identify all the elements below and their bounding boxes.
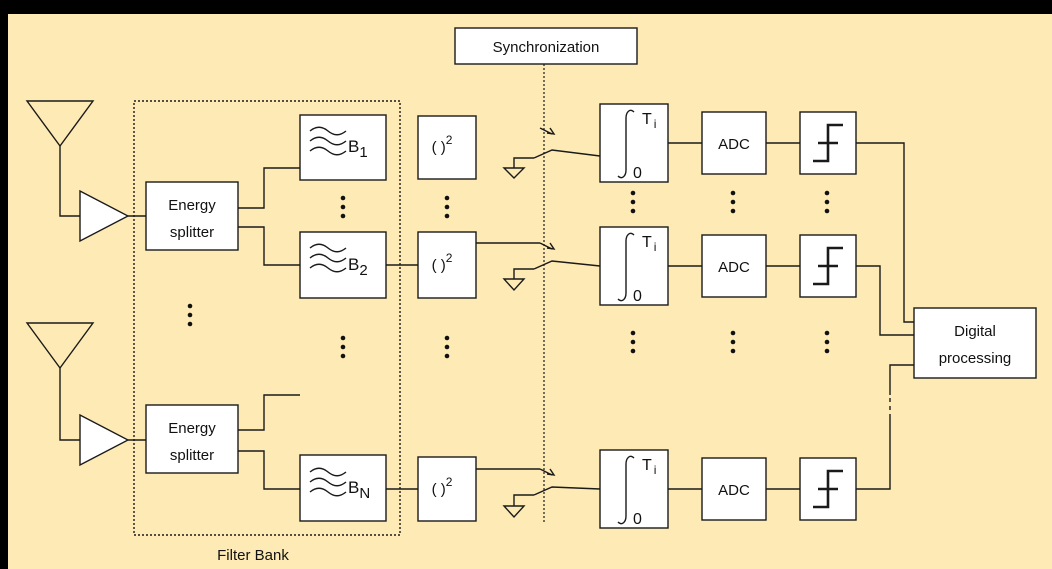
square-law-box <box>417 115 477 180</box>
block-diagram: Synchronization Filter Bank Energy split… <box>8 14 1052 569</box>
filter-bank-outline <box>133 100 401 536</box>
antenna-icon <box>25 100 95 148</box>
output-wire <box>856 142 914 323</box>
ground-icon <box>502 268 534 292</box>
filter-label: BN <box>348 478 370 502</box>
integral-icon <box>617 232 635 302</box>
antenna-icon <box>25 322 95 370</box>
energy-splitter-box <box>145 181 239 251</box>
splitter-wire <box>238 394 300 431</box>
integral-icon <box>617 455 635 525</box>
adc-label: ADC <box>718 482 750 499</box>
integral-icon <box>617 109 635 179</box>
output-wire <box>856 265 914 336</box>
bandpass-filter-icon <box>309 126 347 156</box>
integral-lower-limit: 0 <box>633 165 642 182</box>
square-law-label: ( )2 <box>432 133 453 156</box>
ground-icon <box>502 157 534 179</box>
filter-label: B1 <box>348 137 368 161</box>
ellipsis-dots <box>187 190 830 359</box>
bandpass-filter-icon <box>309 467 347 497</box>
digital-processing-label-line1: Digital <box>954 323 996 340</box>
switch-icon <box>533 127 601 159</box>
splitter-wire <box>238 167 300 209</box>
ground-icon <box>502 494 534 519</box>
adc-label: ADC <box>718 136 750 153</box>
diagram-background <box>8 14 1052 569</box>
filter-bank-label: Filter Bank <box>217 547 289 564</box>
digital-processing-label-line2: processing <box>939 350 1012 367</box>
energy-splitter-box <box>145 404 239 474</box>
integral-lower-limit: 0 <box>633 511 642 528</box>
switch-icon <box>533 242 601 270</box>
antenna-wire <box>59 368 80 441</box>
integral-lower-limit: 0 <box>633 288 642 305</box>
output-wire <box>856 418 891 490</box>
bandpass-filter-box <box>299 454 387 522</box>
amplifier-icon <box>79 413 130 467</box>
splitter-wire <box>238 450 300 490</box>
square-law-label: ( )2 <box>432 251 453 274</box>
bandpass-filter-box <box>299 231 387 299</box>
splitter-wire <box>238 226 300 266</box>
adc-box <box>701 457 767 521</box>
digital-processing-box <box>913 307 1037 379</box>
filter-label: B2 <box>348 255 368 279</box>
energy-splitter-label-line1: Energy <box>168 197 216 214</box>
square-law-box <box>417 456 477 522</box>
switch-icon <box>533 468 601 496</box>
bandpass-filter-icon <box>309 243 347 273</box>
amplifier-icon <box>79 189 130 243</box>
output-wire <box>889 364 914 395</box>
energy-splitter-label-line2: splitter <box>170 447 214 464</box>
threshold-icon <box>813 246 843 286</box>
square-law-label: ( )2 <box>432 475 453 498</box>
adc-label: ADC <box>718 259 750 276</box>
antenna-wire <box>59 146 80 217</box>
synchronization-box <box>454 27 638 65</box>
synchronization-label: Synchronization <box>493 39 600 56</box>
bandpass-filter-box <box>299 114 387 181</box>
threshold-icon <box>813 469 843 509</box>
square-law-box <box>417 231 477 299</box>
energy-splitter-label-line2: splitter <box>170 224 214 241</box>
adc-box <box>701 111 767 175</box>
energy-splitter-label-line1: Energy <box>168 420 216 437</box>
threshold-icon <box>813 123 843 163</box>
